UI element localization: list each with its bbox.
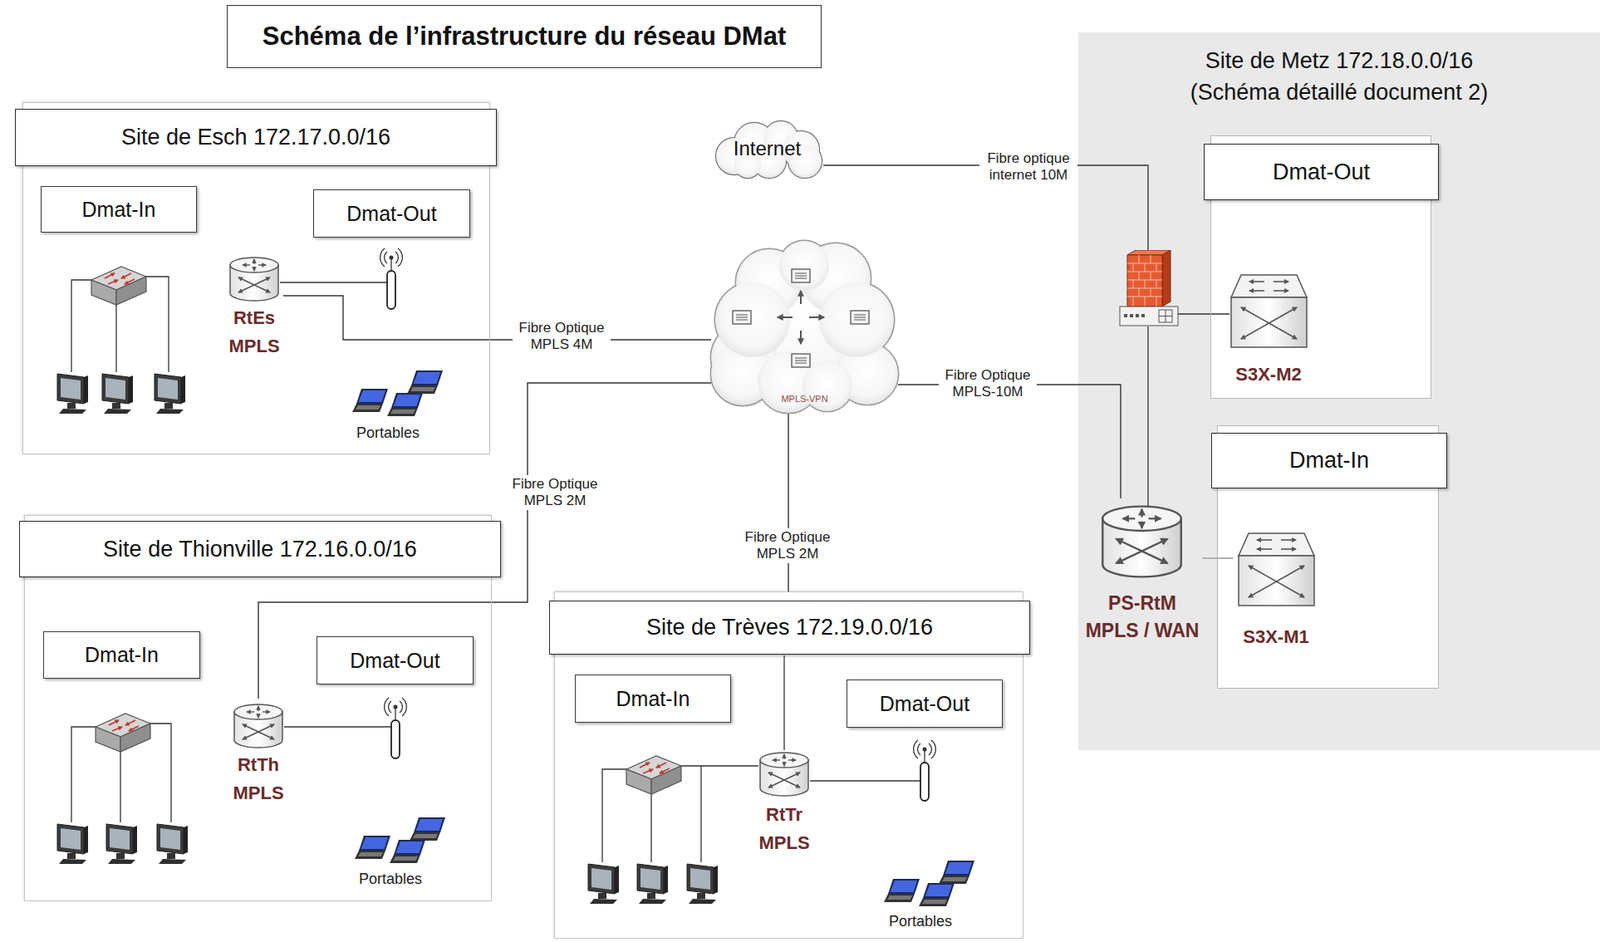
router-node: RtEsMPLS	[225, 251, 284, 364]
switch-node: S3X-M2	[1226, 269, 1312, 391]
zone-region: Dmat-InS3X-M1	[1217, 425, 1439, 689]
cloud-node: Internet	[711, 119, 824, 179]
site-region: Site de Metz 172.18.0.0/16(Schéma détail…	[1078, 32, 1600, 751]
zone-tag-label: Dmat-In	[41, 186, 197, 232]
switch-icon-ref	[1238, 533, 1315, 606]
wire	[783, 655, 785, 751]
edge-label: Fibre Optique MPLS-10M	[938, 366, 1037, 402]
wire	[279, 281, 388, 283]
zone-tag: Dmat-Out	[846, 679, 1003, 728]
cloud-label: MPLS-VPN	[711, 393, 899, 405]
router-icon	[232, 701, 285, 751]
zone-tag: Dmat-In	[40, 186, 197, 233]
device-caption: Portables	[887, 912, 954, 931]
pc-icon	[154, 373, 186, 414]
site-region: Site de Trèves 172.19.0.0/16Dmat-InDmat-…	[554, 591, 1024, 939]
laptops-icon	[883, 860, 975, 907]
link-label: Fibre optique internet 10M	[979, 149, 1078, 185]
diagram-title: Schéma de l’infrastructure du réseau DMa…	[226, 4, 822, 69]
router-icon-ref	[230, 257, 279, 301]
metz-panel	[1078, 32, 1600, 751]
router-node: RtTrMPLS	[755, 746, 814, 861]
cloud-label: Internet	[711, 137, 824, 162]
zone-heading: Dmat-In	[1211, 432, 1448, 489]
wire	[809, 780, 921, 781]
antenna-icon	[380, 248, 403, 310]
cloud-shape-ref	[711, 240, 899, 413]
pc-icon	[57, 824, 89, 864]
wire	[284, 726, 392, 727]
site-heading: Site de Metz 172.18.0.0/16	[1078, 44, 1600, 77]
site-heading: (Schéma détaillé document 2)	[1078, 76, 1600, 108]
router-node: RtThMPLS	[229, 698, 288, 811]
antenna-icon	[384, 697, 408, 759]
device-label: RtTh	[229, 750, 288, 780]
zone-tag: Dmat-In	[43, 631, 201, 679]
zone-tag-label: Dmat-Out	[847, 680, 1002, 727]
pc-icon	[157, 824, 188, 864]
pc-icon	[102, 373, 133, 414]
switch-icon-ref	[1231, 274, 1307, 348]
device-label: RtEs	[225, 304, 284, 333]
device-label: S3X-M1	[1233, 624, 1320, 650]
switch-icon	[1229, 272, 1309, 350]
device-label: MPLS	[225, 332, 284, 361]
edge-label: Fibre Optique MPLS 2M	[505, 475, 604, 511]
zone-tag-label: Dmat-In	[575, 675, 731, 722]
site-region: Site de Esch 172.17.0.0/16Dmat-InDmat-Ou…	[22, 102, 491, 455]
edge-label: Fibre Optique MPLS 4M	[512, 319, 611, 354]
pc-icon	[687, 863, 718, 904]
laptops-icon	[352, 370, 443, 417]
switch-icon	[95, 713, 151, 752]
device-label: MPLS	[755, 829, 814, 858]
site-heading: Site de Thionville 172.16.0.0/16	[19, 520, 501, 578]
antenna-icon	[913, 740, 937, 801]
zone-tag-label: Dmat-In	[44, 632, 200, 678]
zone-tag: Dmat-Out	[313, 189, 471, 238]
device-label: MPLS	[229, 779, 288, 808]
edge-label: Fibre Optique MPLS 2M	[738, 528, 837, 564]
firewall-icon	[1119, 250, 1178, 326]
router-icon	[758, 750, 810, 799]
router-icon-ref	[760, 752, 809, 796]
switch-icon	[91, 266, 147, 305]
laptops-icon	[354, 817, 446, 864]
zone-tag-label: Dmat-Out	[317, 637, 473, 684]
zone-tag: Dmat-Out	[316, 636, 474, 685]
router-icon-ref	[1103, 506, 1182, 578]
zone-region: Dmat-OutS3X-M2	[1210, 135, 1432, 399]
zone-tag: Dmat-In	[574, 674, 732, 723]
router-icon	[1099, 501, 1184, 582]
connector-line	[898, 384, 1121, 499]
cloud-node: MPLS-VPN	[711, 240, 899, 413]
switch-icon	[1236, 530, 1316, 609]
device-caption: Portables	[354, 423, 422, 442]
switch-icon	[626, 755, 682, 795]
pc-icon	[106, 824, 138, 864]
site-region: Site de Thionville 172.16.0.0/16Dmat-InD…	[24, 515, 492, 902]
wire	[1177, 313, 1230, 315]
connector-line	[283, 295, 712, 340]
device-label: RtTr	[755, 800, 814, 830]
router-icon-ref	[234, 704, 283, 748]
pc-icon	[57, 373, 89, 414]
zone-tag-label: Dmat-Out	[314, 190, 470, 237]
device-label: MPLS / WAN	[1082, 617, 1203, 645]
wire	[1147, 326, 1149, 509]
device-caption: Portables	[357, 869, 424, 889]
switch-node: S3X-M1	[1233, 527, 1320, 653]
connector-line	[787, 412, 789, 592]
pc-icon	[588, 863, 619, 904]
site-heading: Site de Esch 172.17.0.0/16	[14, 108, 497, 167]
device-label: S3X-M2	[1226, 362, 1312, 388]
pc-icon	[637, 863, 668, 904]
cloud-shape	[711, 240, 899, 413]
zone-heading: Dmat-Out	[1203, 143, 1439, 201]
site-heading: Site de Trèves 172.19.0.0/16	[549, 600, 1031, 655]
router-node: PS-RtMMPLS / WAN	[1082, 498, 1203, 648]
router-icon	[228, 255, 280, 304]
device-label: PS-RtM	[1082, 589, 1203, 618]
lan-wires	[71, 165, 1230, 863]
